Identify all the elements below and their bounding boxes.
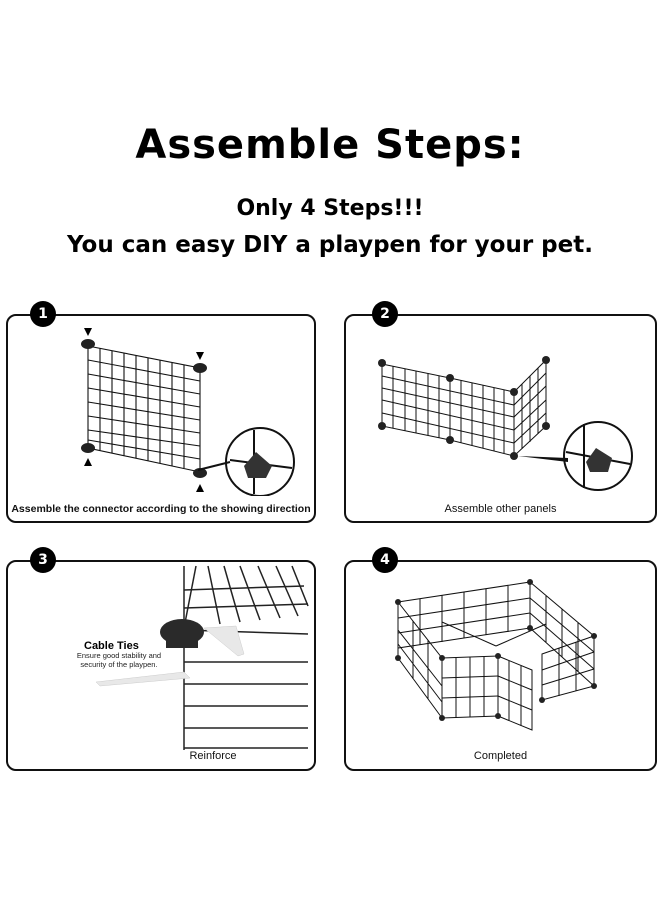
step-4-badge: 4 xyxy=(372,547,398,573)
step-3-badge: 3 xyxy=(30,547,56,573)
step-3-caption: Reinforce xyxy=(189,750,237,762)
page-title: Assemble Steps: xyxy=(135,122,525,168)
step-1-panel: 1 Assemble the conn xyxy=(6,301,316,523)
step-1-illustration xyxy=(81,328,295,496)
step-4-caption: Completed xyxy=(473,750,528,762)
step-1-caption: Assemble the connector according to the … xyxy=(11,503,311,515)
step-2-panel: 2 Assemble oth xyxy=(344,301,657,523)
cable-ties-description: Ensure good stability and security of th… xyxy=(76,651,162,669)
subtitle-steps: Only 4 Steps!!! xyxy=(236,196,424,221)
subtitle-diy: You can easy DIY a playpen for your pet. xyxy=(67,232,593,258)
step-4-illustration xyxy=(395,579,597,731)
step-2-badge: 2 xyxy=(372,301,398,327)
step-1-badge: 1 xyxy=(30,301,56,327)
step-4-panel: 4 xyxy=(344,547,657,771)
step-3-panel: 3 Cable Ties Ensure good stability and s… xyxy=(6,547,316,771)
step-2-illustration xyxy=(378,356,633,491)
step-3-illustration xyxy=(95,565,309,750)
cable-ties-title: Cable Ties xyxy=(84,640,139,652)
step-2-caption: Assemble other panels xyxy=(444,503,557,515)
